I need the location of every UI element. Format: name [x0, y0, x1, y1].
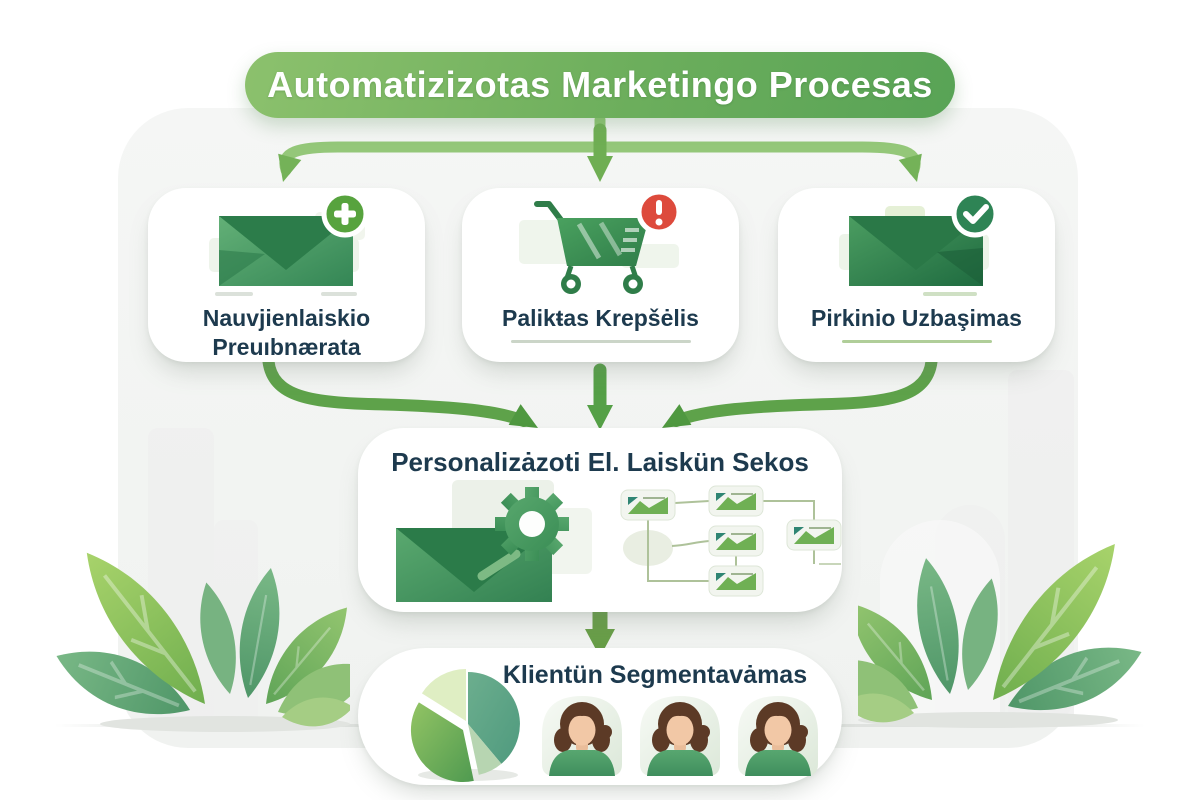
customer-avatars — [542, 696, 818, 776]
label-underline — [841, 339, 992, 343]
plant-right — [858, 527, 1151, 729]
stage-card-purchase-complete: Pirkinio Uzbaşimas — [778, 188, 1055, 362]
email-node — [786, 519, 842, 551]
pie-slice-teal — [468, 672, 520, 764]
stage-label-line1: Nauvjienlaiskio — [202, 305, 371, 331]
stage-card-newsletter: Nauvjienlaiskio Preuıbnærata — [148, 188, 425, 362]
pie-slice-sage — [468, 724, 502, 775]
email-node — [620, 489, 676, 521]
check-badge-icon — [951, 190, 998, 238]
stage-label-line2: Preuıbnærata — [212, 333, 361, 360]
pie-slice-pale — [421, 669, 466, 721]
envelope-gear-icon — [396, 480, 592, 602]
envelope-check-icon — [825, 188, 1009, 300]
shopping-cart-alert-icon — [509, 188, 693, 300]
title-banner: Automatizizotas Marketingo Procesas — [245, 52, 955, 118]
stage-label: Palikŧas Krepšėlis — [502, 305, 699, 331]
envelope-icon — [218, 216, 353, 286]
customer-avatar — [738, 696, 818, 776]
email-node — [708, 565, 764, 597]
segmentation-title: Klientün Segmentavȧmas — [502, 661, 808, 689]
customer-avatar — [542, 696, 622, 776]
label-underline — [510, 339, 691, 343]
envelope-icon — [848, 216, 983, 286]
customer-avatar — [640, 696, 720, 776]
stage-label: Pirkinio Uzbaşimas — [811, 305, 1022, 331]
gear-icon — [495, 487, 569, 561]
stage-card-abandoned-cart: Palikŧas Krepšėlis — [462, 188, 739, 362]
email-node — [708, 485, 764, 517]
email-flowchart-icon — [620, 485, 842, 597]
shopping-cart-icon — [533, 201, 649, 294]
plant-left — [47, 536, 350, 733]
stage-label: Nauvjienlaiskio Preuıbnærata — [203, 304, 370, 362]
pie-slice-green — [410, 702, 474, 783]
pie-chart-icon — [410, 669, 520, 783]
envelope-plus-icon — [195, 188, 379, 300]
email-sequence-title: Personalizȧzoti El. Laiskün Sekos — [391, 447, 809, 477]
segmentation-box: Klientün Segmentavȧmas — [358, 648, 842, 785]
plus-badge-icon — [321, 190, 368, 238]
flowchart-connectors — [647, 500, 841, 582]
process-title: Automatizizotas Marketingo Procesas — [267, 64, 933, 105]
email-sequence-box: Personalizȧzoti El. Laiskün Sekos — [358, 428, 842, 612]
alert-badge-icon — [636, 190, 681, 235]
email-node — [708, 525, 764, 557]
